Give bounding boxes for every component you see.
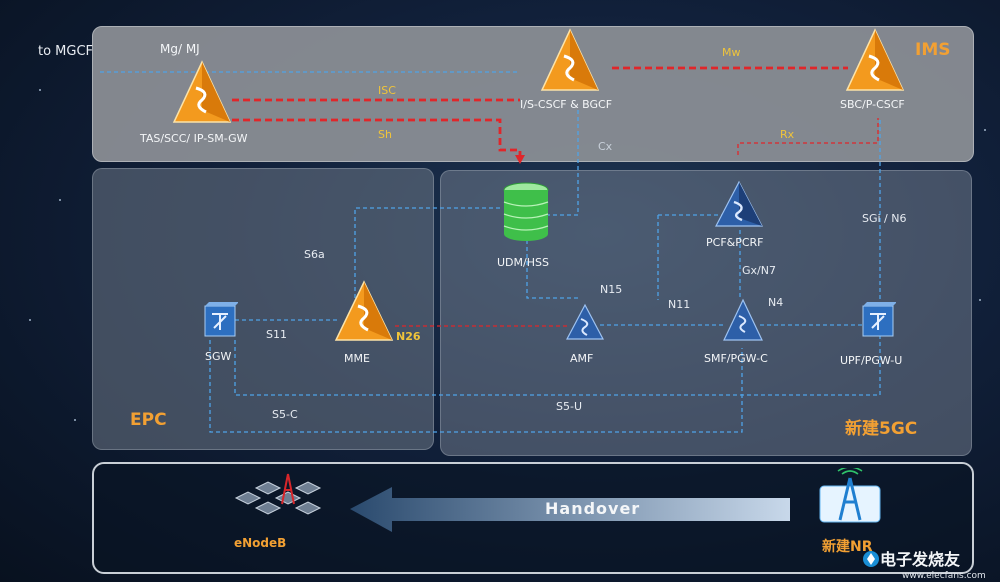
s11-label: S11 — [266, 328, 287, 341]
gx-label: Gx/N7 — [742, 264, 776, 277]
watermark-title: 电子发烧友 — [880, 550, 961, 569]
gnb-label: 新建NR — [822, 539, 873, 555]
amf-node-icon — [566, 303, 604, 340]
link-rx — [737, 118, 879, 155]
sgi-label: SGi / N6 — [862, 212, 907, 225]
mme-label: MME — [344, 352, 370, 365]
epc-title: EPC — [130, 410, 167, 430]
upf-label: UPF/PGW-U — [840, 354, 903, 367]
to-mgcf-label: to MGCF — [38, 44, 94, 59]
sh-arrowhead — [515, 155, 525, 164]
link-s5u — [234, 335, 881, 396]
s5u-label: S5-U — [556, 400, 583, 413]
n26-label: N26 — [396, 330, 421, 343]
smf-node-icon — [723, 298, 763, 341]
handover-label: Handover — [545, 499, 641, 518]
sgw-node-icon — [204, 302, 238, 337]
watermark-logo-icon — [863, 551, 879, 567]
cscf-label: I/S-CSCF & BGCF — [520, 98, 613, 111]
handover-arrow — [350, 487, 790, 532]
pcf-label: PCF&PCRF — [706, 236, 764, 249]
sh-label: Sh — [378, 128, 392, 141]
enodeb-icon — [234, 473, 322, 515]
isc-label: ISC — [378, 84, 396, 97]
tas-node-icon — [172, 60, 232, 123]
s5c-label: S5-C — [272, 408, 298, 421]
n11-label: N11 — [668, 298, 691, 311]
pcf-node-icon — [715, 180, 763, 227]
s6a-label: S6a — [304, 248, 325, 261]
amf-label: AMF — [570, 352, 594, 365]
link-pcf-amf — [657, 214, 722, 300]
link-sh — [232, 118, 522, 158]
sgw-label: SGW — [205, 350, 232, 363]
cscf-node-icon — [540, 28, 600, 91]
enodeb-label: eNodeB — [234, 536, 287, 550]
ims-title: IMS — [915, 40, 951, 60]
gnb-icon — [819, 468, 881, 523]
n4-label: N4 — [768, 296, 784, 309]
smf-label: SMF/PGW-C — [704, 352, 768, 365]
sbc-node-icon — [845, 28, 905, 91]
link-cx — [548, 110, 579, 216]
link-udm-amf — [526, 240, 580, 299]
tas-label: TAS/SCC/ IP-SM-GW — [140, 132, 248, 145]
rx-label: Rx — [780, 128, 795, 141]
watermark: 电子发烧友 www.elecfans.com — [880, 546, 986, 581]
5gc-title: 新建5GC — [845, 419, 918, 439]
upf-node-icon — [862, 302, 896, 337]
tas-top-label: Mg/ MJ — [160, 42, 200, 56]
watermark-url: www.elecfans.com — [902, 571, 986, 581]
sbc-label: SBC/P-CSCF — [840, 98, 905, 111]
cx-label: Cx — [598, 140, 613, 153]
link-s5c — [209, 340, 743, 433]
ims-panel — [92, 26, 974, 162]
n15-label: N15 — [600, 283, 623, 296]
udm-label: UDM/HSS — [497, 256, 549, 269]
mme-node-icon — [334, 280, 394, 341]
database-icon — [503, 182, 549, 241]
mw-label: Mw — [722, 46, 741, 59]
